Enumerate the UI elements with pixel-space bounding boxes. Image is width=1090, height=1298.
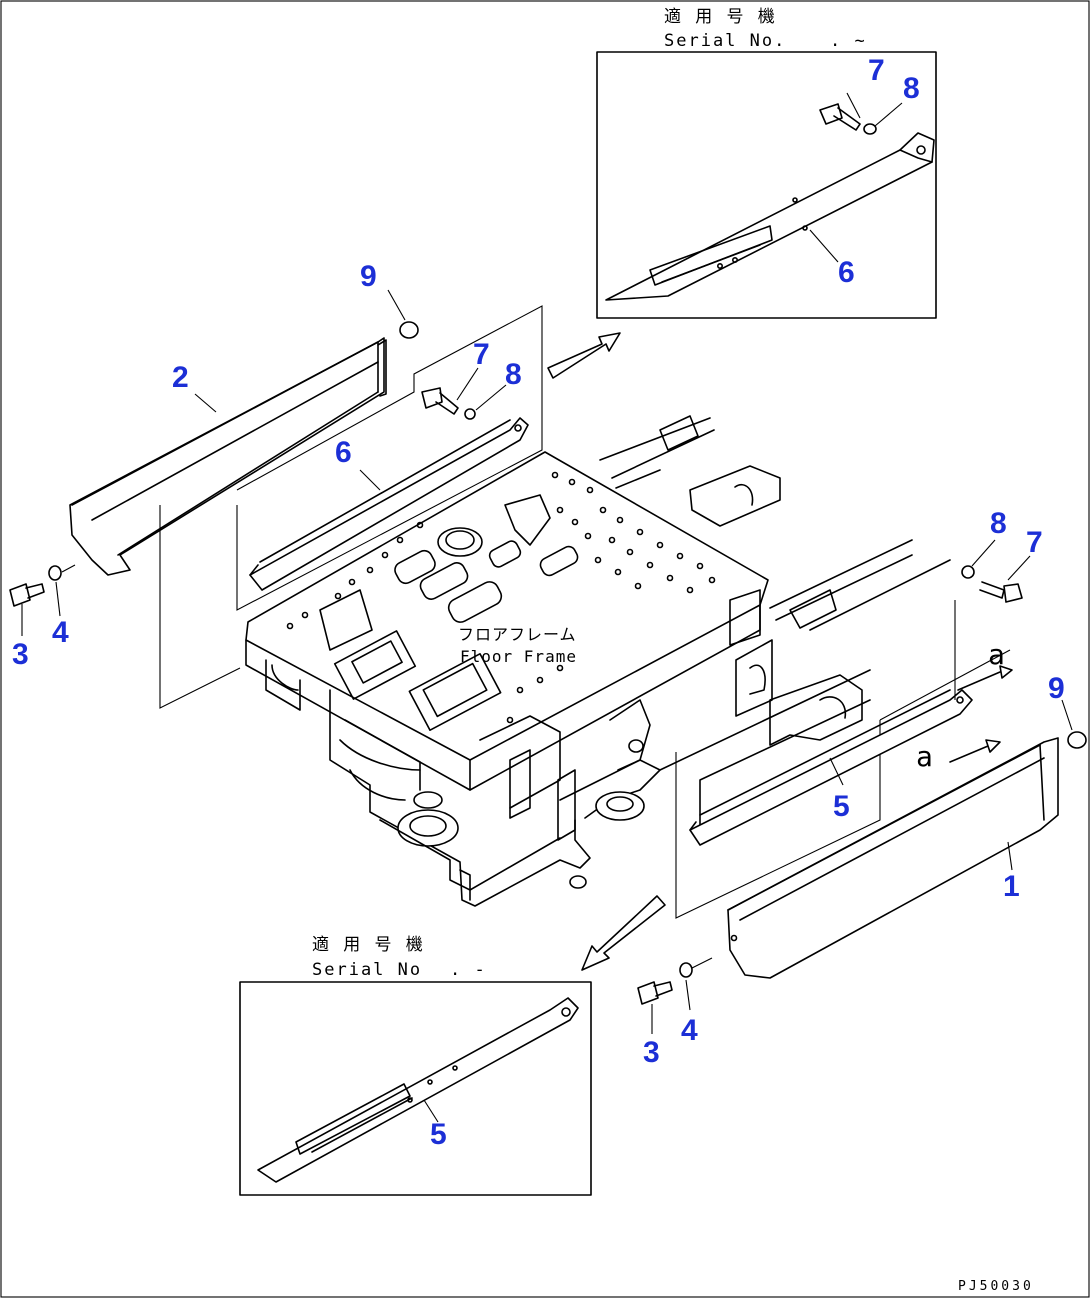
- bolt-7-left: [421, 387, 459, 415]
- leader: [387, 289, 406, 321]
- leader: [971, 539, 996, 567]
- leader: [1061, 699, 1073, 731]
- inset-bottom-note-serial: Serial No: [312, 960, 422, 980]
- callout-7b: 7: [473, 338, 490, 371]
- rail-left: [249, 417, 529, 591]
- washer-4-right: [679, 962, 693, 978]
- bolt-7-right: [979, 581, 1023, 603]
- drawing-reference: PJ50030: [958, 1279, 1034, 1294]
- inset-top-bolt: [819, 103, 861, 131]
- cover-left: [69, 337, 387, 576]
- inset-top-frame: [596, 51, 937, 319]
- inset-bottom-note-jp: 適 用 号 機: [312, 935, 425, 955]
- nut-9-right: [1067, 731, 1087, 749]
- leader: [359, 469, 381, 491]
- callout-9: 9: [360, 260, 377, 293]
- washer-4-left: [48, 565, 62, 581]
- callout-8b: 8: [505, 358, 522, 391]
- inset-bottom-frame: [239, 981, 592, 1196]
- inset-top-washer: [863, 123, 877, 135]
- washer-8-left: [464, 408, 476, 420]
- washer-8-right: [961, 565, 975, 579]
- inset-top-note-serial: Serial No.: [664, 31, 786, 51]
- cover-right: [727, 737, 1059, 979]
- rail-panel-left: [236, 305, 543, 611]
- leader: [685, 979, 691, 1011]
- callout-6: 6: [838, 256, 855, 289]
- callout-3b: 3: [643, 1036, 660, 1069]
- floor-frame: [245, 415, 951, 907]
- rail-panel-right: [675, 720, 881, 919]
- inset-bottom-rail: [257, 997, 579, 1183]
- callout-9b: 9: [1048, 672, 1065, 705]
- inset-top-note-jp: 適 用 号 機: [664, 7, 777, 27]
- inset-top: 適 用 号 機 Serial No. . ~ 7 8 6: [596, 7, 937, 319]
- view-arrow-a-top-shaft: [957, 671, 1001, 691]
- callout-7c: 7: [1026, 526, 1043, 559]
- plane-outline-left: [159, 505, 241, 709]
- leader: [846, 92, 861, 119]
- view-arrow-a-bottom-head: [985, 739, 1001, 753]
- callout-6b: 6: [335, 436, 352, 469]
- callout-4b: 4: [681, 1014, 698, 1047]
- inset-bottom: 適 用 号 機 Serial No . - 5: [239, 935, 592, 1196]
- view-marker-top: a: [988, 638, 1005, 671]
- leader: [61, 564, 76, 573]
- view-arrow-a-bottom-shaft: [949, 745, 989, 763]
- leader: [456, 367, 479, 401]
- callout-1: 1: [1003, 870, 1020, 903]
- leader: [55, 581, 61, 617]
- leader: [1007, 555, 1031, 581]
- callout-7: 7: [868, 54, 885, 87]
- bolt-3-left: [9, 583, 45, 607]
- leader: [874, 102, 903, 127]
- rail-panel-right-top: [879, 649, 1011, 721]
- leader: [475, 384, 507, 411]
- callout-5b: 5: [430, 1118, 447, 1151]
- leader: [829, 757, 844, 786]
- callout-3: 3: [12, 638, 29, 671]
- leader: [194, 393, 217, 413]
- bolt-3-right: [637, 981, 673, 1005]
- callout-8: 8: [903, 72, 920, 105]
- callout-5: 5: [833, 790, 850, 823]
- leader: [809, 229, 839, 263]
- inset-top-note-range: . ~: [830, 31, 867, 51]
- view-marker-bottom: a: [916, 740, 933, 773]
- callout-8c: 8: [990, 507, 1007, 540]
- floor-frame-label-en: Floor Frame: [460, 647, 577, 666]
- arrow-to-inset-top: [547, 332, 621, 379]
- leader: [691, 957, 713, 969]
- floor-frame-label-jp: フロアフレーム: [458, 625, 577, 644]
- callout-4: 4: [52, 616, 69, 649]
- view-arrow-a-top-head: [999, 665, 1013, 679]
- inset-bottom-note-range: . -: [450, 960, 487, 980]
- leader: [423, 1099, 439, 1123]
- inset-top-rail: [605, 132, 935, 301]
- arrow-to-inset-bottom: [581, 895, 666, 971]
- callout-2: 2: [172, 361, 189, 394]
- nut-9-left: [399, 321, 419, 339]
- leader: [1007, 841, 1013, 871]
- rail-right: [689, 689, 973, 846]
